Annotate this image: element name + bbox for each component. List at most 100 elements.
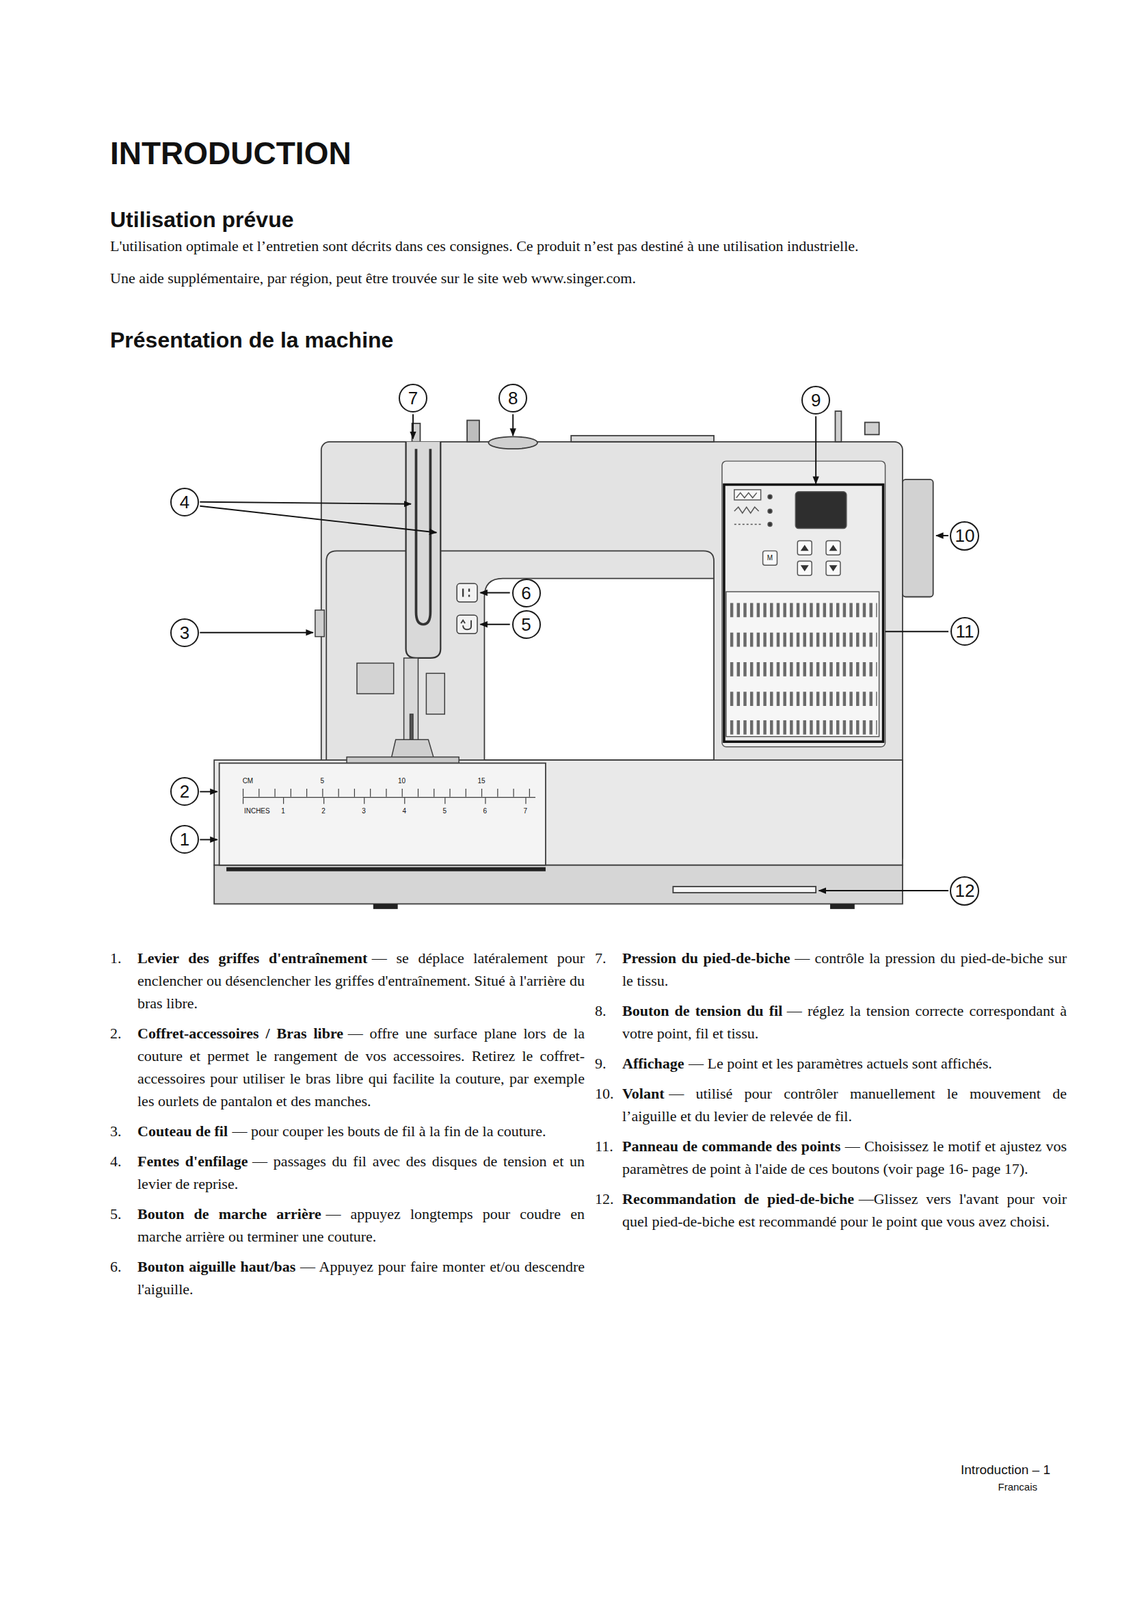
callout-text: 10 bbox=[954, 526, 975, 545]
item-body: Couteau de fil— pour couper les bouts de… bbox=[137, 1119, 585, 1142]
item-body: Levier des griffes d'entraînement— se dé… bbox=[137, 946, 585, 1015]
leader-lines bbox=[936, 534, 949, 537]
parts-list-item: 8.Bouton de tension du fil— réglez la te… bbox=[594, 999, 1067, 1045]
item-number: 6. bbox=[110, 1254, 138, 1300]
page-footer: Francais bbox=[997, 1481, 1038, 1492]
part-name: Recommandation de pied-de-biche bbox=[622, 1189, 855, 1207]
part-name: Fentes d'enfilage bbox=[137, 1152, 249, 1170]
item-body: Fentes d'enfilage— passages du fil avec … bbox=[137, 1149, 585, 1195]
leader-lines bbox=[199, 790, 217, 792]
machine-body bbox=[214, 441, 933, 909]
control-panel bbox=[736, 492, 757, 498]
leader-lines bbox=[199, 631, 314, 634]
callout-text: 8 bbox=[508, 389, 518, 407]
machine-body bbox=[326, 550, 714, 760]
thread-path bbox=[416, 448, 431, 625]
part-description: — pour couper les bouts de fil à la fin … bbox=[232, 1122, 547, 1140]
paragraph: L'utilisation optimale et l’entretien so… bbox=[110, 236, 1064, 256]
top-parts bbox=[412, 410, 880, 449]
leader-lines bbox=[815, 416, 817, 484]
control-panel bbox=[763, 550, 778, 565]
callout-text: 5 bbox=[521, 615, 531, 634]
top-parts bbox=[488, 436, 538, 449]
callout-number: 7 bbox=[398, 383, 428, 413]
accessory-box-ruler bbox=[219, 763, 546, 866]
leader-lines bbox=[819, 889, 949, 891]
callout-number: 2 bbox=[170, 776, 199, 806]
part-description: — Le point et les paramètres actuels son… bbox=[688, 1054, 993, 1072]
item-number: 5. bbox=[110, 1202, 138, 1248]
thread-path bbox=[406, 441, 442, 658]
needle-area bbox=[315, 609, 459, 764]
ruler-mark: 2 bbox=[321, 807, 326, 815]
part-name: Panneau de commande des points bbox=[622, 1137, 841, 1155]
part-name: Affichage bbox=[622, 1054, 684, 1072]
control-panel bbox=[795, 491, 847, 529]
parts-list-item: 2.Coffret-accessoires / Bras libre— offr… bbox=[110, 1021, 585, 1112]
needle-area bbox=[426, 672, 445, 714]
callout-text: 11 bbox=[955, 622, 974, 641]
function-buttons bbox=[460, 620, 472, 630]
parts-list-item: 10.Volant— utilisé pour contrôler manuel… bbox=[594, 1081, 1067, 1127]
leader-lines bbox=[480, 623, 510, 625]
needle-area bbox=[391, 739, 434, 757]
part-name: Bouton de marche arrière bbox=[137, 1204, 322, 1222]
callout-number: 10 bbox=[949, 521, 980, 551]
top-parts bbox=[834, 410, 842, 442]
machine-illustration bbox=[199, 410, 949, 909]
control-panel bbox=[722, 460, 886, 747]
part-name: Pression du pied-de-biche bbox=[622, 949, 791, 967]
ruler-mark: 5 bbox=[320, 777, 325, 785]
part-description: — utilisé pour contrôler manuellement le… bbox=[622, 1084, 1067, 1125]
function-buttons bbox=[456, 583, 478, 634]
callout-number: 5 bbox=[512, 609, 541, 639]
ruler-mark: 1 bbox=[281, 807, 286, 815]
ruler-mark: 3 bbox=[361, 807, 366, 815]
parts-list-column: 7.Pression du pied-de-biche— contrôle la… bbox=[594, 946, 1067, 1240]
needle-area bbox=[346, 756, 459, 764]
machine-body bbox=[226, 867, 546, 872]
part-name: Bouton aiguille haut/bas bbox=[137, 1257, 296, 1275]
part-name: Levier des griffes d'entraînement bbox=[137, 949, 368, 967]
top-parts bbox=[570, 435, 714, 442]
machine-body bbox=[373, 903, 398, 909]
item-body: Panneau de commande des points— Choisiss… bbox=[622, 1134, 1067, 1180]
item-body: Pression du pied-de-biche— contrôle la p… bbox=[622, 946, 1067, 992]
item-number: 3. bbox=[110, 1119, 138, 1142]
callout-text: 3 bbox=[179, 623, 190, 642]
callout-text: 1 bbox=[179, 830, 190, 848]
item-number: 11. bbox=[594, 1134, 623, 1180]
item-body: Affichage— Le point et les paramètres ac… bbox=[622, 1051, 1067, 1075]
callout-number: 9 bbox=[801, 385, 831, 415]
machine-body bbox=[830, 903, 855, 909]
control-panel bbox=[722, 460, 886, 747]
page-footer: Introduction – 1 bbox=[960, 1462, 1051, 1476]
accessory-box-ruler bbox=[219, 763, 546, 866]
callout-number: 12 bbox=[949, 875, 980, 906]
accessory-box-ruler bbox=[242, 796, 536, 798]
parts-list-item: 11.Panneau de commande des points— Chois… bbox=[594, 1134, 1067, 1180]
item-number: 2. bbox=[110, 1021, 138, 1112]
part-name: Volant bbox=[622, 1084, 665, 1102]
leader-lines bbox=[885, 630, 949, 632]
part-name: Bouton de tension du fil bbox=[622, 1001, 783, 1019]
control-panel bbox=[730, 609, 878, 728]
callout-text: 12 bbox=[954, 881, 975, 900]
control-panel bbox=[724, 484, 884, 742]
leader-lines bbox=[199, 838, 217, 840]
item-body: Bouton de marche arrière— appuyez longte… bbox=[137, 1202, 585, 1248]
leader-lines bbox=[512, 414, 514, 436]
callout-number: 11 bbox=[950, 616, 980, 646]
accessory-box-ruler bbox=[242, 797, 536, 804]
function-buttons bbox=[462, 588, 470, 597]
machine-body bbox=[672, 886, 816, 893]
callout-text: 4 bbox=[179, 493, 190, 511]
control-panel bbox=[726, 591, 880, 737]
function-buttons bbox=[456, 614, 478, 634]
item-number: 7. bbox=[594, 946, 623, 992]
machine-body bbox=[214, 759, 903, 866]
callout-text: 6 bbox=[521, 583, 531, 602]
parts-list-item: 5.Bouton de marche arrière— appuyez long… bbox=[110, 1202, 585, 1248]
parts-list-column: 1.Levier des griffes d'entraînement— se … bbox=[110, 946, 585, 1308]
ruler-mark: 15 bbox=[477, 777, 485, 785]
